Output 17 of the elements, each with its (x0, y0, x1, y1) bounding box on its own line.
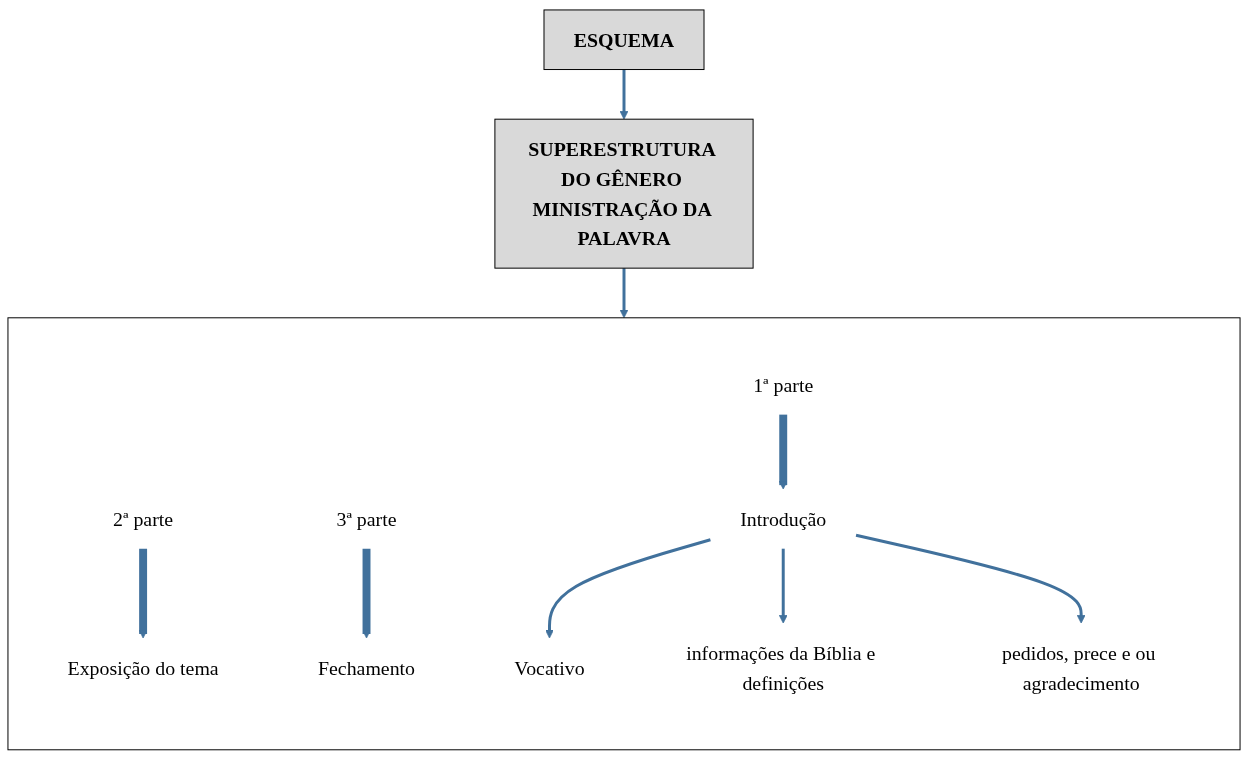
node-text: Fechamento (317, 657, 416, 679)
arrow (619, 268, 629, 319)
arrow (855, 533, 1086, 624)
cluster (7, 317, 1241, 751)
node-box: ESQUEMA (543, 9, 705, 71)
node-text: 1ª parte (753, 374, 814, 396)
node-text: pedidos, prece e ou agradecimento (1002, 642, 1156, 694)
node-text: Vocativo (514, 657, 585, 679)
node-text: 2ª parte (113, 508, 174, 530)
node-text: Introdução (740, 508, 827, 530)
arrow (545, 538, 711, 639)
node-text: informações da Bíblia e definições (686, 642, 876, 694)
node-text: Exposição do tema (67, 657, 219, 679)
arrow (778, 548, 788, 624)
arrow (619, 69, 629, 120)
node-box: SUPERESTRUTURA DO GÊNERO MINISTRAÇÃO DA PALAVRA (494, 118, 754, 269)
node-text: 3ª parte (336, 508, 397, 530)
